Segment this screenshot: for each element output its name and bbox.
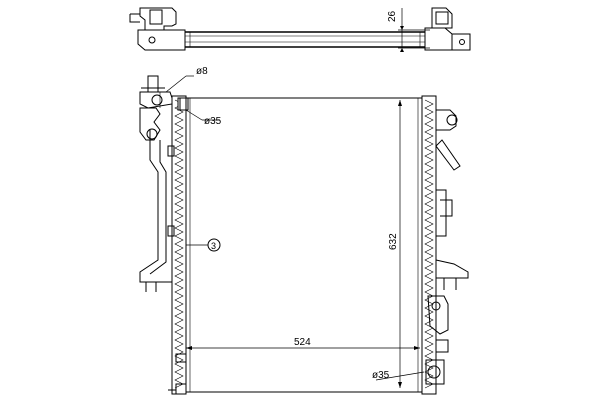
filler-cap xyxy=(139,75,194,141)
outlet-diameter-label: ø35 xyxy=(372,370,390,381)
right-tank xyxy=(421,95,437,395)
cap-diameter-label: ø8 xyxy=(196,66,208,77)
radiator-front-view: 524 632 3 ø8 ø35 ø35 xyxy=(139,66,469,395)
part-callout: 3 xyxy=(186,238,221,252)
height-dimension-label: 632 xyxy=(388,233,399,250)
bottom-left-drain xyxy=(168,353,187,395)
inlet-diameter-label: ø35 xyxy=(204,116,222,127)
radiator-top-view: 26 xyxy=(129,7,471,52)
left-mounting-bracket xyxy=(139,130,175,292)
top-inlet-pipe xyxy=(177,97,220,121)
depth-dimension-label: 26 xyxy=(387,10,398,22)
left-tank xyxy=(171,95,187,395)
callout-number: 3 xyxy=(211,241,216,251)
right-mounting-bracket xyxy=(427,109,469,353)
width-dimension: 524 xyxy=(186,337,420,350)
height-dimension: 632 xyxy=(388,100,402,388)
width-dimension-label: 524 xyxy=(294,337,311,348)
